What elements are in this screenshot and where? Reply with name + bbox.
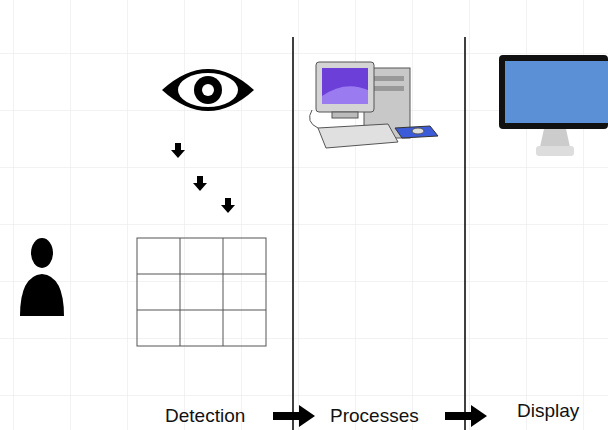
monitor-icon <box>499 55 608 156</box>
computer-icon <box>310 62 438 148</box>
divider-line <box>292 37 294 430</box>
stage-label: Display <box>517 401 579 422</box>
stage-label: Processes <box>330 406 419 427</box>
flow-arrow <box>273 405 315 427</box>
eye-icon <box>162 69 254 111</box>
down-arrows <box>171 143 235 213</box>
person-icon <box>20 238 64 316</box>
flow-arrow <box>445 405 487 427</box>
sensor-grid <box>137 238 266 346</box>
divider-line <box>464 37 466 430</box>
stage-label: Detection <box>165 406 245 427</box>
